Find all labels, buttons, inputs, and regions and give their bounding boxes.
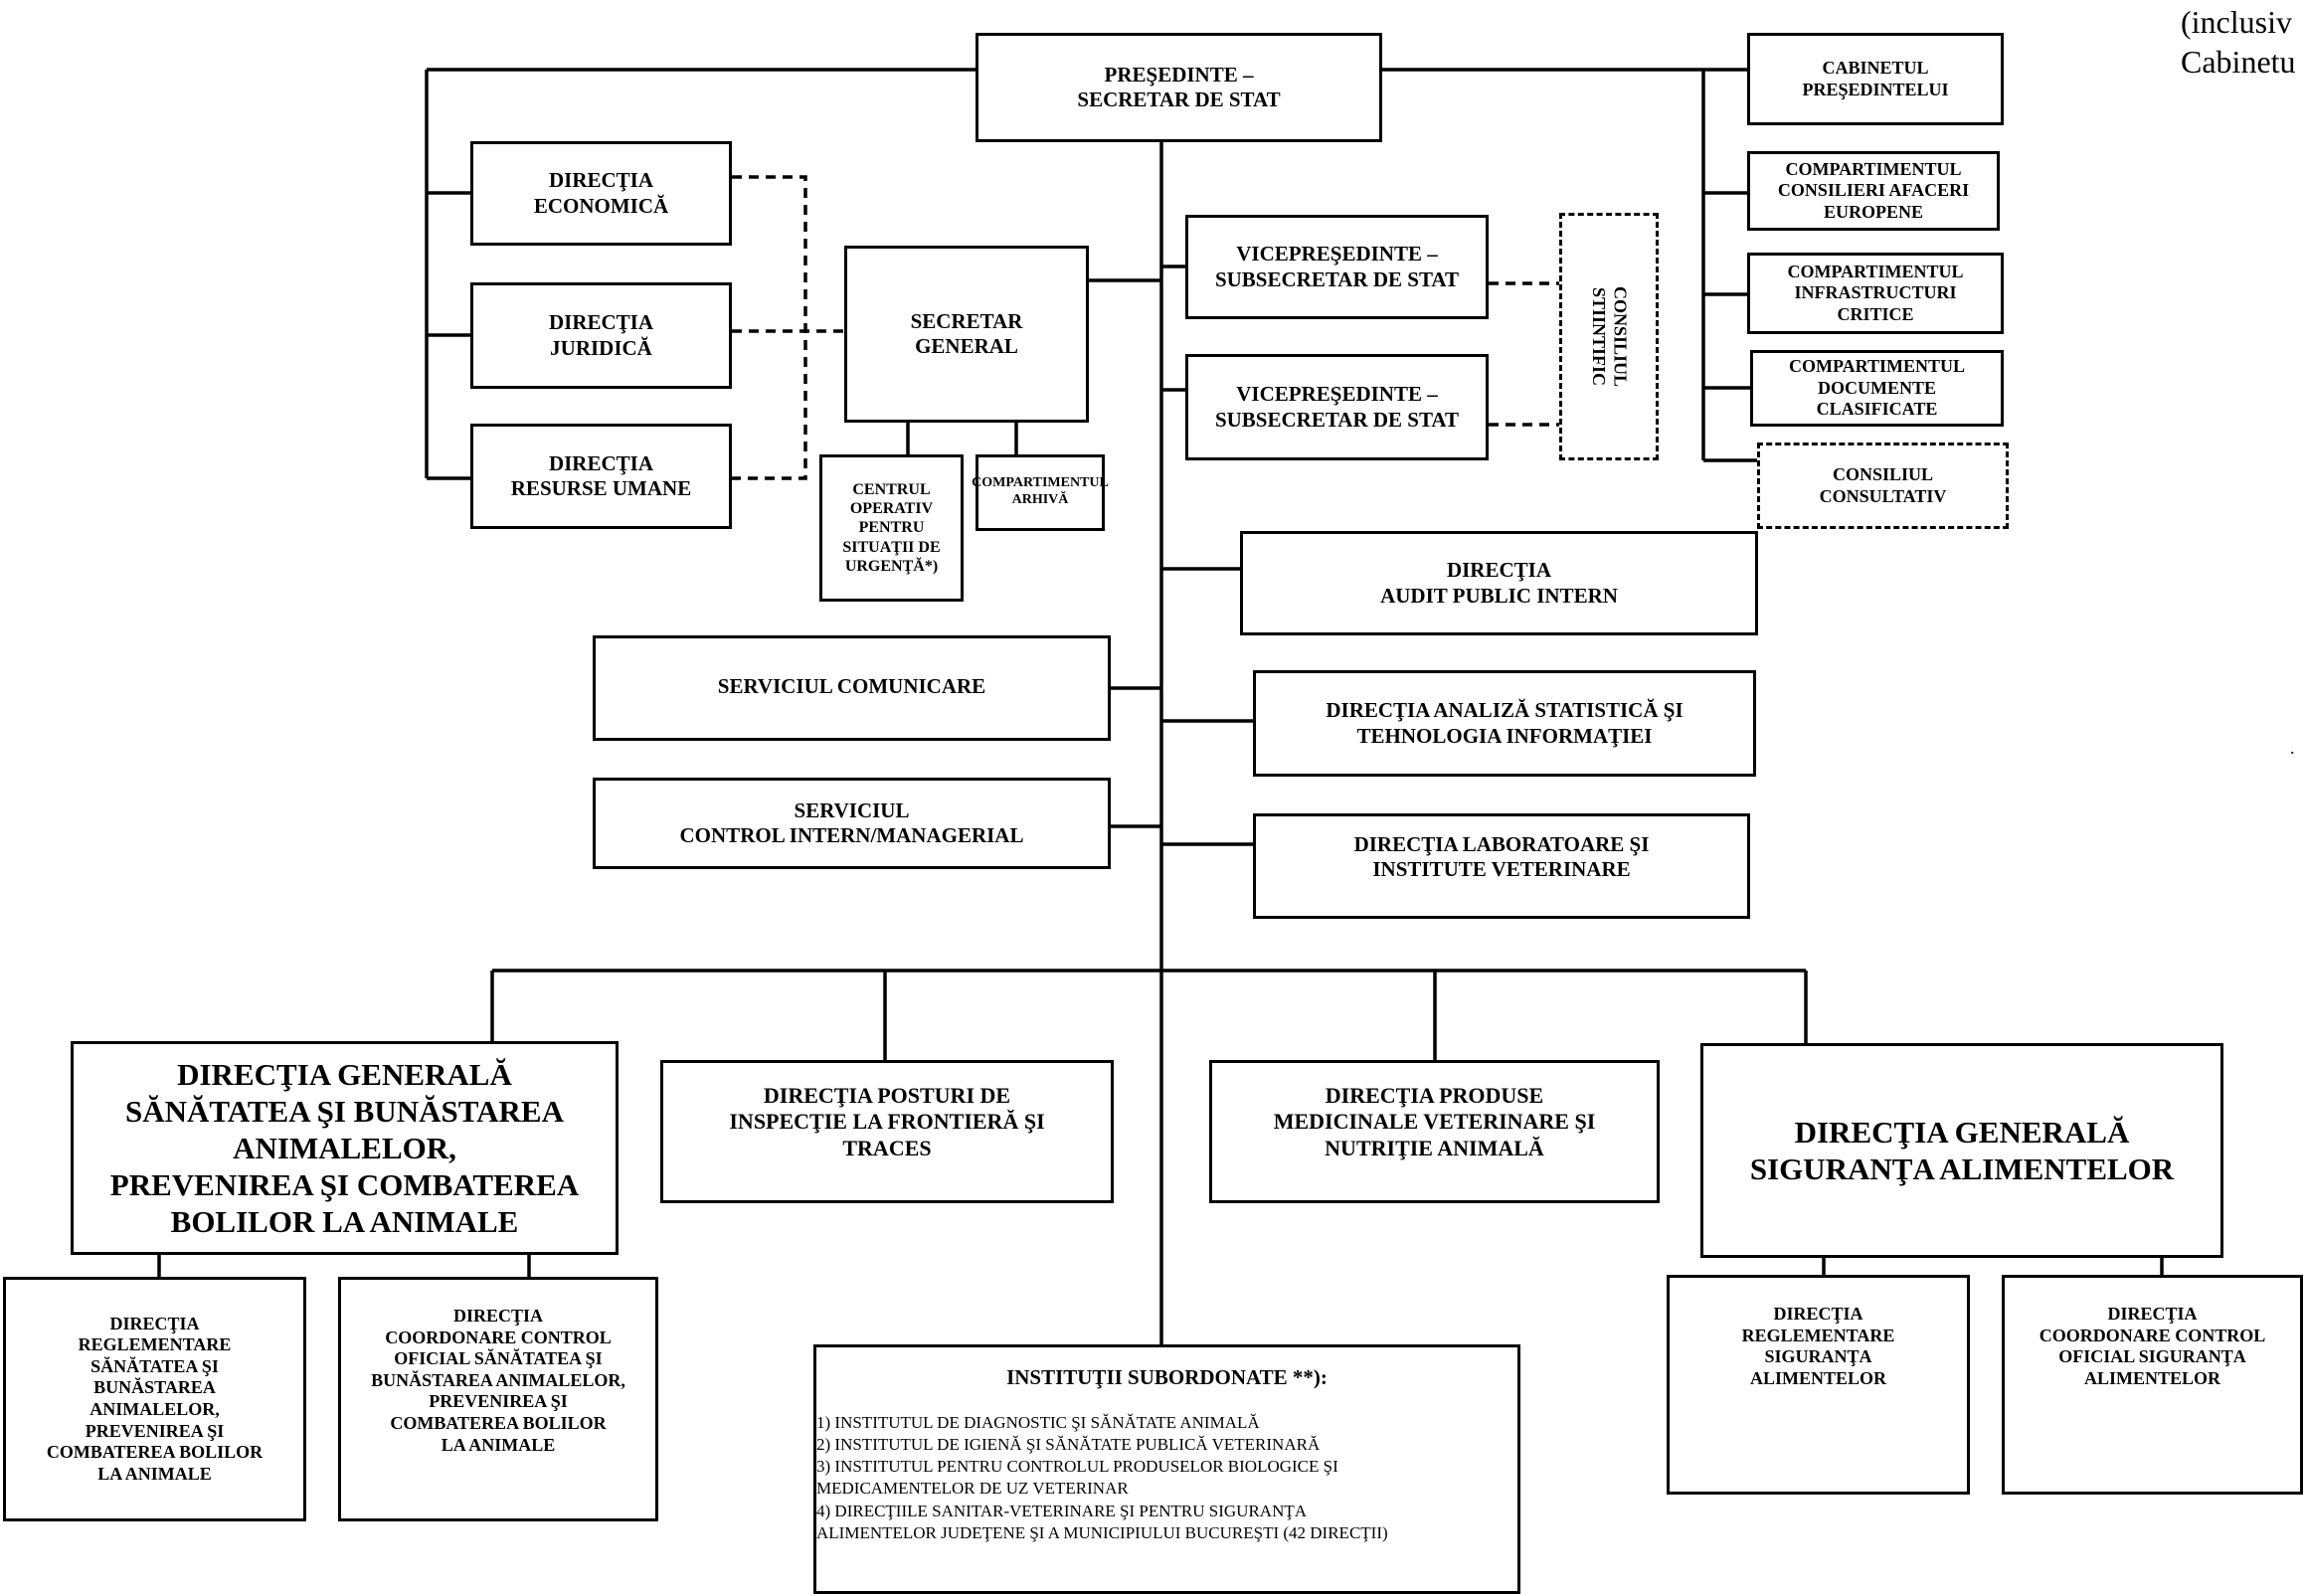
institutii-item: 2) INSTITUTUL DE IGIENĂ ŞI SĂNĂTATE PUBL… [816,1435,1321,1455]
box-directia-economica: DIRECŢIA ECONOMICĂ [470,141,732,246]
box-presedinte: PREŞEDINTE – SECRETAR DE STAT [976,33,1382,142]
box-vicepresedinte-2: VICEPREŞEDINTE – SUBSECRETAR DE STAT [1185,354,1489,460]
box-directia-reglementare-sanatate: DIRECŢIA REGLEMENTARE SĂNĂTATEA ŞI BUNĂS… [3,1277,306,1521]
box-serviciul-comunicare: SERVICIUL COMUNICARE [593,635,1111,741]
box-directia-reglementare-siguranta: DIRECŢIA REGLEMENTARE SIGURANŢA ALIMENTE… [1667,1275,1970,1495]
box-consiliul-stiintific: CONSILIUL STIINTIFIC [1559,213,1659,460]
box-infrastructuri: COMPARTIMENTUL INFRASTRUCTURI CRITICE [1747,253,2004,334]
institutii-item: 1) INSTITUTUL DE DIAGNOSTIC ŞI SĂNĂTATE … [816,1413,1260,1433]
box-vicepresedinte-1: VICEPREŞEDINTE – SUBSECRETAR DE STAT [1185,215,1489,319]
box-institutii-subordonate: INSTITUŢII SUBORDONATE **): 1) INSTITUTU… [813,1344,1520,1594]
box-directia-coordonare-siguranta: DIRECŢIA COORDONARE CONTROL OFICIAL SIGU… [2002,1275,2303,1495]
stray-dot: . [2290,738,2295,758]
box-centrul-operativ: CENTRUL OPERATIV PENTRU SITUAŢII DE URGE… [819,454,964,602]
box-directia-produse: DIRECŢIA PRODUSE MEDICINALE VETERINARE Ş… [1209,1060,1660,1203]
institutii-title: INSTITUŢII SUBORDONATE **): [1006,1365,1328,1389]
box-directia-resurse-umane: DIRECŢIA RESURSE UMANE [470,424,732,529]
note-line-1: (inclusiv [2181,4,2292,40]
box-consiliul-consultativ: CONSILIUL CONSULTATIV [1757,443,2009,529]
box-dg-siguranta-alimentelor: DIRECŢIA GENERALĂ SIGURANŢA ALIMENTELOR [1700,1043,2223,1258]
box-directia-audit: DIRECŢIA AUDIT PUBLIC INTERN [1240,531,1758,635]
box-secretar-general: SECRETAR GENERAL [844,246,1089,423]
box-directia-analiza: DIRECŢIA ANALIZĂ STATISTICĂ ŞI TEHNOLOGI… [1253,670,1756,777]
box-directia-juridica: DIRECŢIA JURIDICĂ [470,282,732,389]
box-directia-laboratoare: DIRECŢIA LABORATOARE ŞI INSTITUTE VETERI… [1253,813,1750,919]
institutii-item: 3) INSTITUTUL PENTRU CONTROLUL PRODUSELO… [816,1457,1338,1499]
box-serviciul-control: SERVICIUL CONTROL INTERN/MANAGERIAL [593,778,1111,869]
note-line-2: Cabinetu [2181,44,2296,80]
box-dg-sanatate-animale: DIRECŢIA GENERALĂ SĂNĂTATEA ŞI BUNĂSTARE… [71,1041,619,1255]
box-compartimentul-arhiva: COMPARTIMENTUL ARHIVĂ [972,454,1109,531]
box-directia-posturi: DIRECŢIA POSTURI DE INSPECŢIE LA FRONTIE… [660,1060,1114,1203]
box-directia-coordonare-sanatate: DIRECŢIA COORDONARE CONTROL OFICIAL SĂNĂ… [338,1277,658,1521]
institutii-item: 4) DIRECŢIILE SANITAR-VETERINARE ŞI PENT… [816,1501,1388,1542]
box-cabinet: CABINETUL PREŞEDINTELUI [1747,33,2004,125]
box-documente: COMPARTIMENTUL DOCUMENTE CLASIFICATE [1750,350,2004,427]
box-consilieri: COMPARTIMENTUL CONSILIERI AFACERI EUROPE… [1747,151,2000,231]
